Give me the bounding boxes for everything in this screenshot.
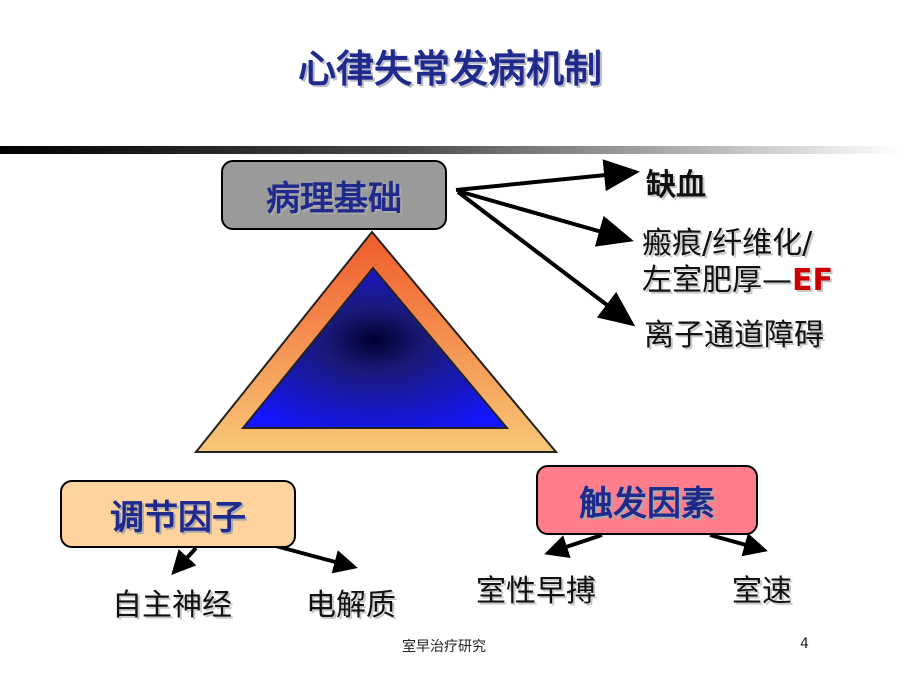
pathology-item-ischemia: 缺血 [646,168,706,203]
arrow-to-pvc [544,533,603,559]
arrow-to-electrolyte [271,543,358,574]
pyramid [193,230,559,453]
modulator-electrolyte: 电解质 [306,588,396,623]
trigger-arrows [544,533,768,559]
pyramid-inner [240,266,510,429]
ef-emphasis: EF [792,263,833,298]
pathology-item-lvh-text: 左室肥厚— [642,263,792,298]
pathology-arrows [455,159,640,327]
arrow-to-ischemia [455,159,640,192]
modulator-autonomic: 自主神经 [112,588,232,623]
arrow-to-vt [709,533,768,557]
pathology-item-fibrosis-line2: 左室肥厚—EF [642,255,833,299]
trigger-vt: 室速 [732,574,792,609]
arrow-to-fibrosis [457,189,634,247]
arrow-to-ion-channel [456,190,636,327]
pathology-basis-box: 病理基础 [221,160,447,230]
title-divider [0,146,900,154]
triggering-factors-box: 触发因素 [536,465,758,535]
modulating-factors-box: 调节因子 [60,480,296,548]
page-number: 4 [800,636,809,652]
pathology-item-fibrosis-line1: 瘢痕/纤维化/ [642,226,813,261]
arrow-to-autonomic [171,546,198,575]
pathology-item-ion-channel: 离子通道障碍 [644,318,824,353]
trigger-pvc: 室性早搏 [476,574,596,609]
page-title: 心律失常发病机制 [297,47,602,91]
footer-text: 室早治疗研究 [402,639,486,655]
modulator-arrows [171,543,358,575]
